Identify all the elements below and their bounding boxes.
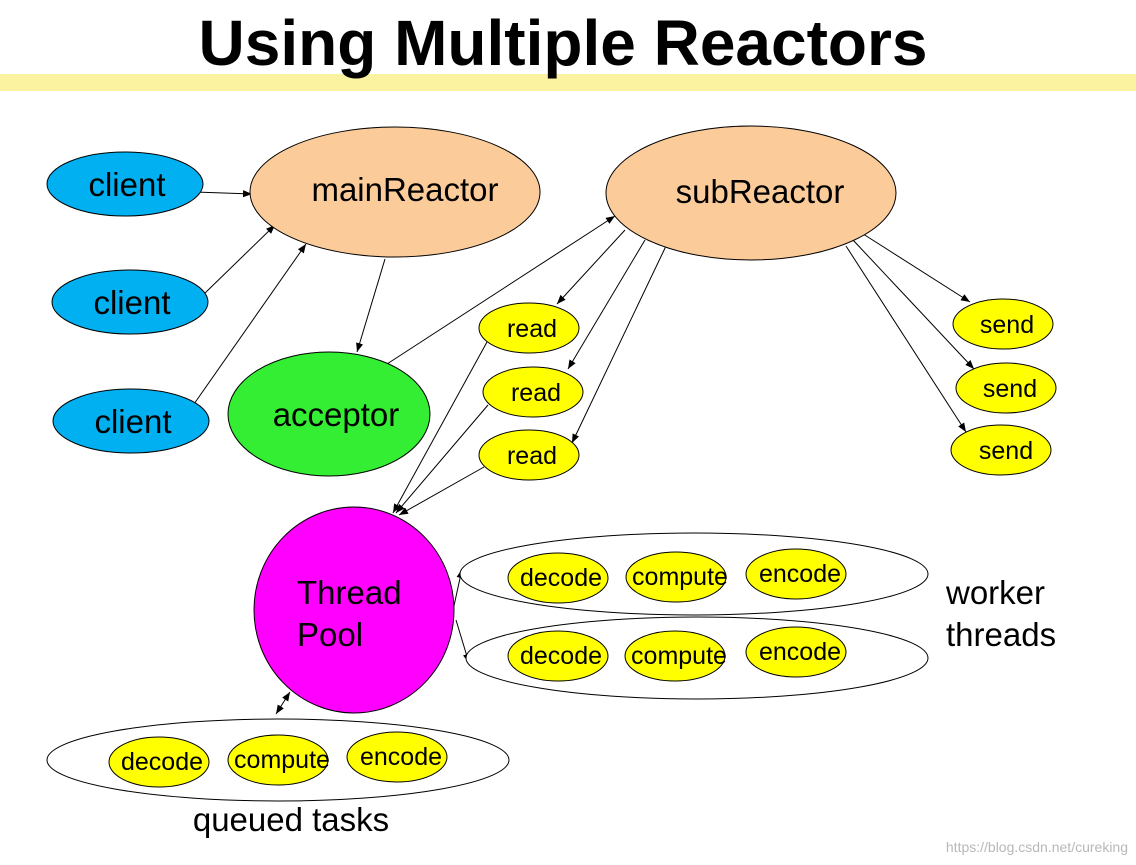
arrow-read2-to-pool [395,404,489,514]
send-label: send [979,437,1033,465]
title-underline-bar [0,74,1136,91]
send-label: send [983,375,1037,403]
read-label: read [507,442,557,470]
compute-label: compute [632,563,728,591]
watermark: https://blog.csdn.net/cureking [946,839,1128,855]
client-label: client [94,403,171,440]
arrow-client1-to-main [194,190,253,198]
sub-reactor-label: subReactor [676,173,845,210]
compute-label: compute [631,642,727,670]
decode-label: decode [121,748,203,776]
arrow-sub-to-send2 [852,239,975,370]
read-label: read [507,315,557,343]
send-node-3: send [950,424,1052,476]
worker-threads-label-line1: worker [945,574,1045,611]
thread-pool-label-line2: Pool [297,616,363,653]
worker-thread-row-1: decode compute encode [459,532,929,616]
arrow-sub-to-read2 [567,239,646,370]
queued-tasks-row: decode compute encode [46,718,510,802]
client-node-1: client [46,151,204,217]
acceptor-label: acceptor [273,396,400,433]
decode-label: decode [520,642,602,670]
arrow-acceptor-to-sub [386,215,616,365]
arrow-sub-to-send1 [859,231,971,303]
arrow-sub-to-send3 [845,245,967,433]
client-node-2: client [51,269,209,335]
arrow-read3-to-pool [398,466,485,516]
arrow-client2-to-main [202,224,276,296]
send-label: send [980,311,1034,339]
read-label: read [511,379,561,407]
queued-tasks-label: queued tasks [193,801,389,838]
encode-label: encode [759,638,841,666]
client-label: client [88,166,165,203]
arrow-pool-queued [275,691,291,715]
arrow-sub-to-read3 [571,245,667,444]
read-node-3: read [478,429,580,481]
send-node-1: send [952,298,1054,350]
main-reactor-node: mainReactor [249,126,541,258]
worker-thread-row-2: decode compute encode [465,616,929,700]
main-reactor-label: mainReactor [311,171,498,208]
read-node-1: read [478,302,580,354]
arrow-client3-to-main [193,243,307,405]
thread-pool-node: Thread Pool [253,506,455,714]
client-node-3: client [52,388,210,454]
acceptor-node: acceptor [227,351,431,477]
worker-threads-label-line2: threads [946,616,1056,653]
encode-label: encode [759,560,841,588]
sub-reactor-node: subReactor [605,125,897,261]
arrow-read1-to-pool [392,341,488,514]
arrow-sub-to-read1 [556,229,626,305]
page-title: Using Multiple Reactors [199,7,928,79]
client-label: client [93,284,170,321]
compute-label: compute [234,746,330,774]
thread-pool-label-line1: Thread [297,574,402,611]
decode-label: decode [520,564,602,592]
arrow-main-to-acceptor [356,258,386,353]
encode-label: encode [360,743,442,771]
read-node-2: read [482,366,584,418]
send-node-2: send [955,362,1057,414]
